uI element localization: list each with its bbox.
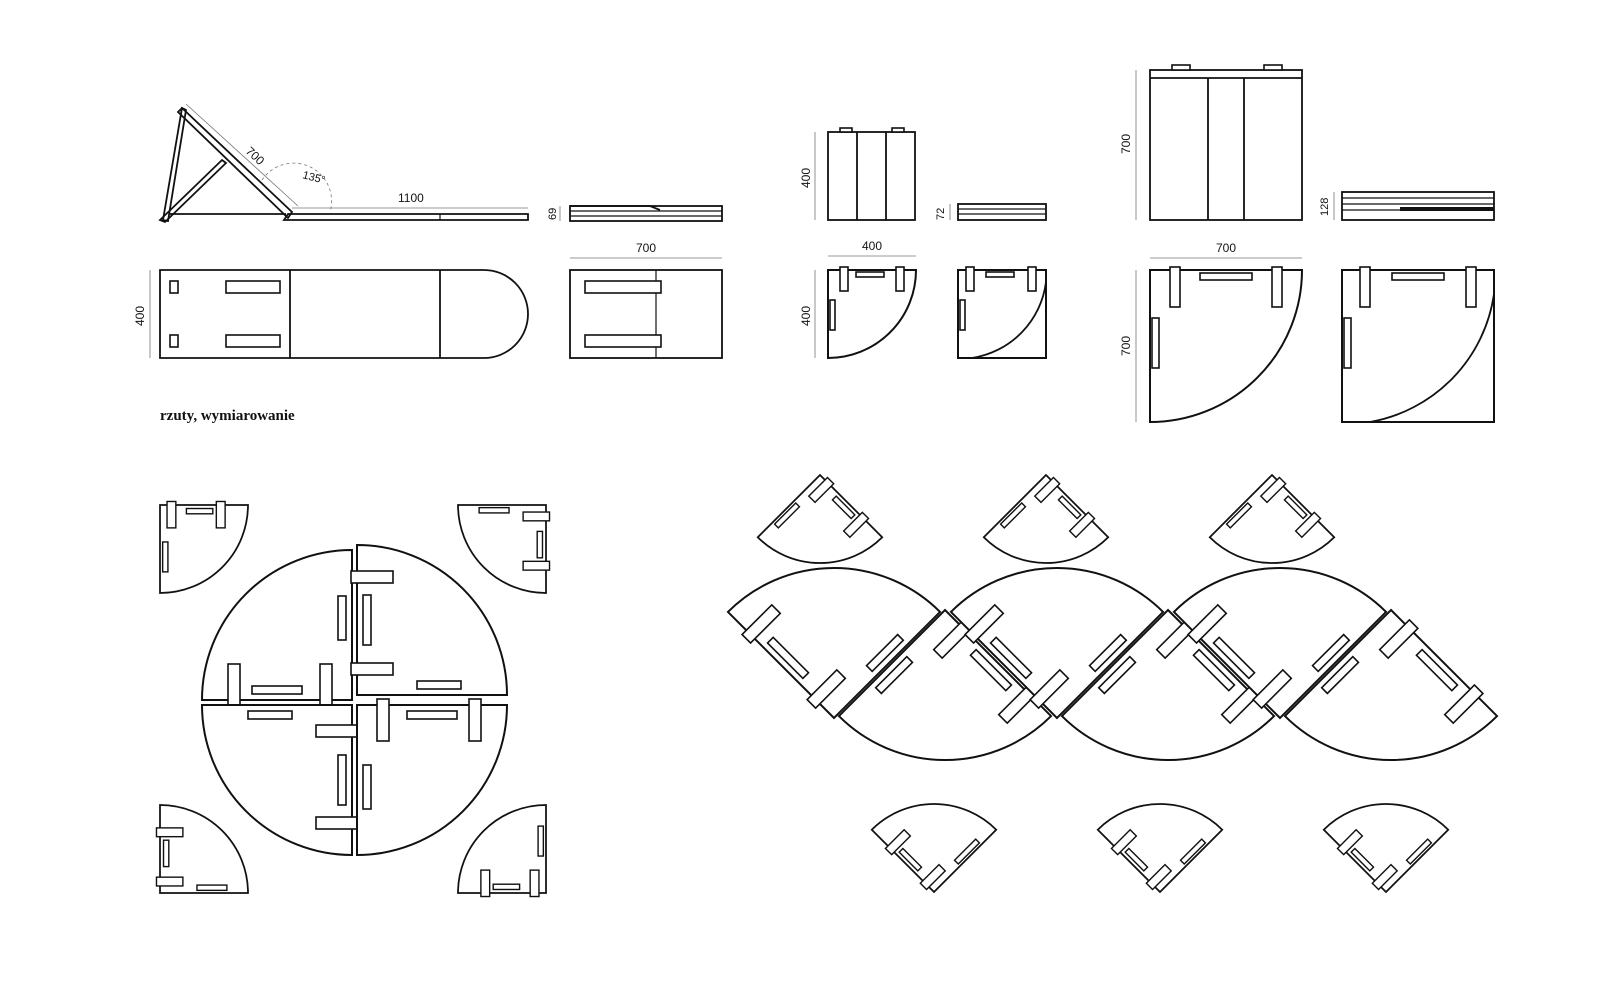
stool-folded-side-view: 72 — [935, 203, 1047, 221]
table-height-dimension: 700 — [1119, 134, 1133, 154]
lounger-seat-board — [282, 213, 529, 221]
corner-piece-bottom-left — [155, 804, 249, 894]
stool-width-dimension: 400 — [862, 239, 882, 253]
wave-small-bottom-3 — [1320, 766, 1450, 896]
stool-front-view: 400 — [799, 127, 916, 221]
corner-piece-bottom-right — [457, 804, 547, 898]
lounger-width-dimension: 400 — [133, 306, 147, 326]
table-front-view: 700 — [1119, 64, 1303, 221]
center-piece-bottom-left — [201, 704, 359, 856]
lounger-top-view: 400 — [133, 269, 529, 359]
lounger-angle-dimension: 135° — [301, 169, 326, 186]
wave-arrangement — [722, 471, 1503, 896]
stool-height-dimension: 400 — [799, 168, 813, 188]
lounger-back-dimension: 700 — [243, 144, 267, 168]
center-piece-top-left — [201, 549, 353, 707]
wave-small-bottom-2 — [1094, 766, 1224, 896]
lounger-top-outline — [159, 269, 529, 359]
drawing-caption: rzuty, wymiarowanie — [160, 408, 295, 424]
lounger-folded-height-dimension: 69 — [547, 208, 559, 220]
stool-top-view: 400 400 — [799, 239, 918, 360]
circle-arrangement — [155, 500, 551, 898]
table-top-view: 700 700 — [1119, 241, 1304, 424]
lounger-support-leg — [158, 158, 228, 224]
corner-piece-top-left — [159, 500, 249, 594]
corner-piece-top-right — [457, 504, 551, 594]
lounger-folded-side-view: 69 — [547, 205, 723, 222]
wave-small-bottom-1 — [868, 766, 998, 896]
lounger-folded-top-view: 700 — [569, 241, 723, 359]
lounger-side-view: 700 135° 1100 — [158, 103, 529, 224]
table-width-dimension: 700 — [1216, 241, 1236, 255]
stool-folded-height-dimension: 72 — [935, 208, 947, 220]
lounger-length-dimension: 1100 — [398, 191, 424, 205]
table-folded-height-dimension: 128 — [1319, 198, 1331, 216]
table-folded-side-view: 128 — [1319, 191, 1495, 221]
stool-depth-dimension: 400 — [799, 306, 813, 326]
table-folded-top-view — [1341, 266, 1495, 423]
lounger-backrest-board — [176, 106, 294, 220]
stool-folded-top-view — [957, 266, 1047, 359]
lounger-folded-length-dimension: 700 — [636, 241, 656, 255]
table-depth-dimension: 700 — [1119, 336, 1133, 356]
